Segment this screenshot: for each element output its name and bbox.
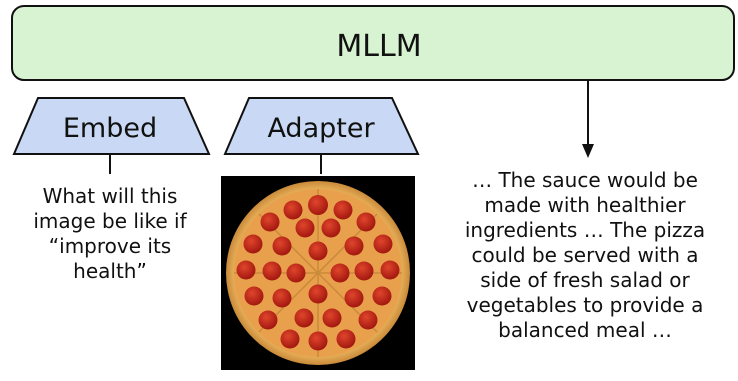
text-prompt-line: health”: [73, 259, 147, 283]
adapter-module: [223, 97, 420, 155]
output-text-line: could be served with a: [471, 243, 699, 267]
output-text-line: side of fresh salad or: [480, 268, 690, 292]
text-prompt: What will this image be like if “improve…: [12, 184, 208, 284]
text-prompt-line: What will this: [42, 184, 178, 208]
output-text-line: vegetables to provide a: [466, 293, 704, 317]
mllm-label: MLLM: [336, 29, 421, 64]
output-text: … The sauce would be made with healthier…: [434, 168, 736, 343]
output-text-line: … The sauce would be: [472, 168, 698, 192]
adapter-label: Adapter: [267, 113, 375, 144]
embed-label: Embed: [63, 113, 157, 144]
pepperoni-pizza-image: [221, 176, 415, 370]
output-arrow-head: [582, 144, 594, 158]
embed-module: [12, 97, 211, 155]
output-text-line: ingredients … The pizza: [464, 218, 706, 242]
output-text-line: balanced meal …: [498, 318, 672, 342]
text-prompt-line: image be like if: [33, 209, 187, 233]
output-text-line: made with healthier: [484, 193, 686, 217]
text-prompt-line: “improve its: [48, 234, 172, 258]
mllm-block: [11, 5, 735, 81]
